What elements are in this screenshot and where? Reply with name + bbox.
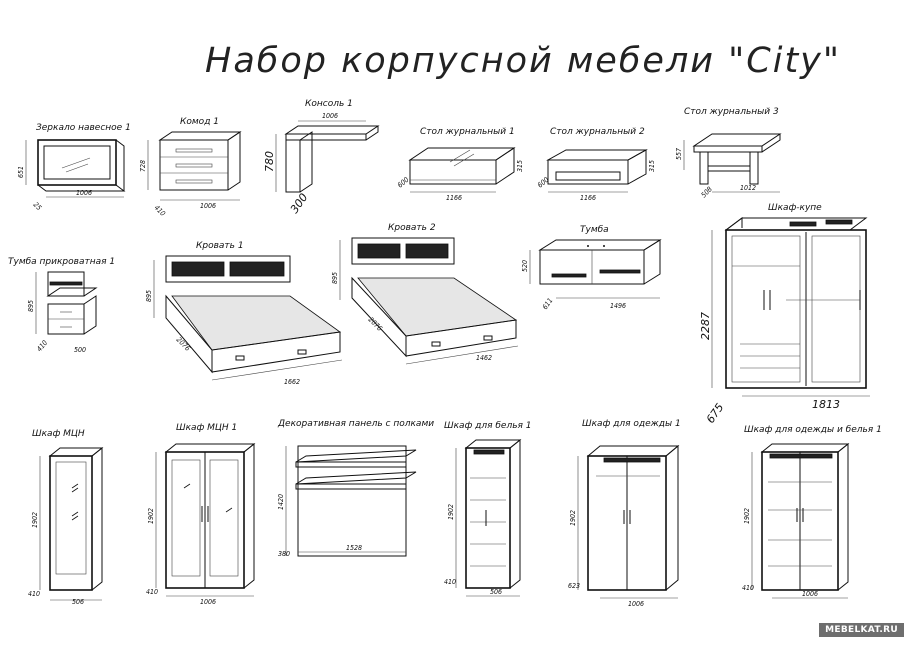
svg-text:410: 410 bbox=[35, 339, 49, 353]
svg-text:2076: 2076 bbox=[367, 316, 384, 333]
svg-text:1528: 1528 bbox=[346, 544, 362, 552]
svg-text:300: 300 bbox=[288, 191, 311, 216]
svg-text:410: 410 bbox=[444, 578, 456, 586]
svg-text:25: 25 bbox=[32, 201, 43, 212]
svg-text:1662: 1662 bbox=[284, 378, 300, 386]
svg-text:675: 675 bbox=[704, 401, 727, 426]
svg-text:2076: 2076 bbox=[175, 336, 192, 353]
svg-text:1006: 1006 bbox=[200, 202, 216, 210]
decorative-panel-drawing: Декоративная панель с полками 1420 380 1… bbox=[277, 419, 434, 558]
coffee-table-1-drawing: Стол журнальный 1 1166 600 315 bbox=[396, 127, 524, 202]
coffee-table-3-drawing: Стол журнальный 3 557 1012 508 bbox=[675, 107, 782, 199]
tv-stand-label: Тумба bbox=[580, 225, 609, 235]
coffee-table-2-drawing: Стол журнальный 2 1166 600 315 bbox=[536, 127, 656, 202]
svg-text:315: 315 bbox=[648, 160, 656, 172]
chest-drawing: Комод 1 728 1006 410 bbox=[139, 117, 242, 218]
svg-text:410: 410 bbox=[153, 204, 167, 218]
svg-text:623: 623 bbox=[568, 582, 580, 590]
bed-1-label: Кровать 1 bbox=[196, 241, 244, 251]
coffee-table-2-label: Стол журнальный 2 bbox=[550, 127, 645, 137]
clothes-cabinet-1-label: Шкаф для одежды 1 bbox=[582, 419, 681, 429]
nightstand-drawing: Тумба прикроватная 1 895 410 500 bbox=[8, 257, 115, 354]
svg-text:1006: 1006 bbox=[628, 600, 644, 608]
mirror-drawing: Зеркало навесное 1 651 1006 25 bbox=[17, 123, 131, 212]
bed-2-drawing: Кровать 2 895 2076 1462 bbox=[331, 223, 519, 365]
svg-text:1902: 1902 bbox=[147, 508, 155, 524]
svg-text:506: 506 bbox=[72, 598, 84, 606]
svg-text:1420: 1420 bbox=[277, 494, 285, 510]
svg-text:508: 508 bbox=[700, 185, 714, 199]
svg-text:1166: 1166 bbox=[580, 194, 596, 202]
linen-cabinet-1-drawing: Шкаф для белья 1 1902 410 506 bbox=[444, 421, 532, 597]
linen-cabinet-1-label: Шкаф для белья 1 bbox=[444, 421, 532, 431]
console-label: Консоль 1 bbox=[305, 99, 353, 109]
chest-label: Комод 1 bbox=[180, 117, 219, 127]
svg-text:1902: 1902 bbox=[743, 508, 751, 524]
clothes-linen-cabinet-1-label: Шкаф для одежды и белья 1 bbox=[744, 425, 882, 435]
svg-text:2287: 2287 bbox=[699, 312, 712, 340]
svg-text:380: 380 bbox=[278, 550, 290, 558]
svg-text:500: 500 bbox=[74, 346, 86, 354]
clothes-linen-cabinet-1-drawing: Шкаф для одежды и белья 1 1902 410 1006 bbox=[742, 425, 882, 599]
coffee-table-1-label: Стол журнальный 1 bbox=[420, 127, 515, 137]
cabinet-mcn-1-drawing: Шкаф МЦН 1 1902 410 1006 bbox=[146, 423, 256, 606]
cabinet-mcn-drawing: Шкаф МЦН 1902 410 506 bbox=[28, 429, 104, 606]
bed-1-drawing: Кровать 1 895 2076 1662 bbox=[145, 241, 343, 386]
svg-text:1902: 1902 bbox=[31, 512, 39, 528]
svg-text:611: 611 bbox=[541, 297, 554, 311]
cabinet-mcn-label: Шкаф МЦН bbox=[32, 429, 85, 439]
svg-text:780: 780 bbox=[263, 151, 276, 172]
svg-text:315: 315 bbox=[516, 160, 524, 172]
svg-text:520: 520 bbox=[521, 260, 529, 272]
decorative-panel-label: Декоративная панель с полками bbox=[277, 419, 434, 429]
svg-text:895: 895 bbox=[145, 290, 153, 302]
svg-text:410: 410 bbox=[742, 584, 754, 592]
svg-text:1006: 1006 bbox=[200, 598, 216, 606]
svg-text:895: 895 bbox=[27, 300, 35, 312]
clothes-cabinet-1-drawing: Шкаф для одежды 1 1902 623 1006 bbox=[568, 419, 681, 608]
svg-text:506: 506 bbox=[490, 588, 502, 596]
svg-text:410: 410 bbox=[28, 590, 40, 598]
mirror-label: Зеркало навесное 1 bbox=[36, 123, 131, 133]
svg-text:1006: 1006 bbox=[76, 189, 92, 197]
svg-text:651: 651 bbox=[17, 166, 25, 178]
svg-text:410: 410 bbox=[146, 588, 158, 596]
svg-text:1006: 1006 bbox=[802, 590, 818, 598]
wardrobe-label: Шкаф-купе bbox=[768, 203, 822, 213]
svg-text:557: 557 bbox=[675, 148, 683, 160]
svg-text:1462: 1462 bbox=[476, 354, 492, 362]
svg-text:1902: 1902 bbox=[447, 504, 455, 520]
tv-stand-drawing: Тумба 520 611 1496 bbox=[521, 225, 662, 311]
svg-text:1166: 1166 bbox=[446, 194, 462, 202]
nightstand-label: Тумба прикроватная 1 bbox=[8, 257, 115, 267]
coffee-table-3-label: Стол журнальный 3 bbox=[684, 107, 779, 117]
page-title: Набор корпусной мебели "City" bbox=[205, 41, 841, 81]
watermark-badge: MEBELKAT.RU bbox=[819, 623, 904, 637]
svg-text:1902: 1902 bbox=[569, 510, 577, 526]
bed-2-label: Кровать 2 bbox=[388, 223, 436, 233]
svg-text:728: 728 bbox=[139, 160, 147, 172]
svg-text:1006: 1006 bbox=[322, 112, 338, 120]
svg-text:895: 895 bbox=[331, 272, 339, 284]
console-drawing: Консоль 1 1006 780 300 bbox=[263, 99, 380, 216]
svg-text:600: 600 bbox=[396, 176, 410, 190]
svg-text:1012: 1012 bbox=[740, 184, 756, 192]
wardrobe-drawing: Шкаф-купе 2287 675 1813 bbox=[699, 203, 870, 426]
svg-text:1813: 1813 bbox=[812, 398, 840, 411]
svg-text:1496: 1496 bbox=[610, 302, 626, 310]
cabinet-mcn-1-label: Шкаф МЦН 1 bbox=[176, 423, 237, 433]
